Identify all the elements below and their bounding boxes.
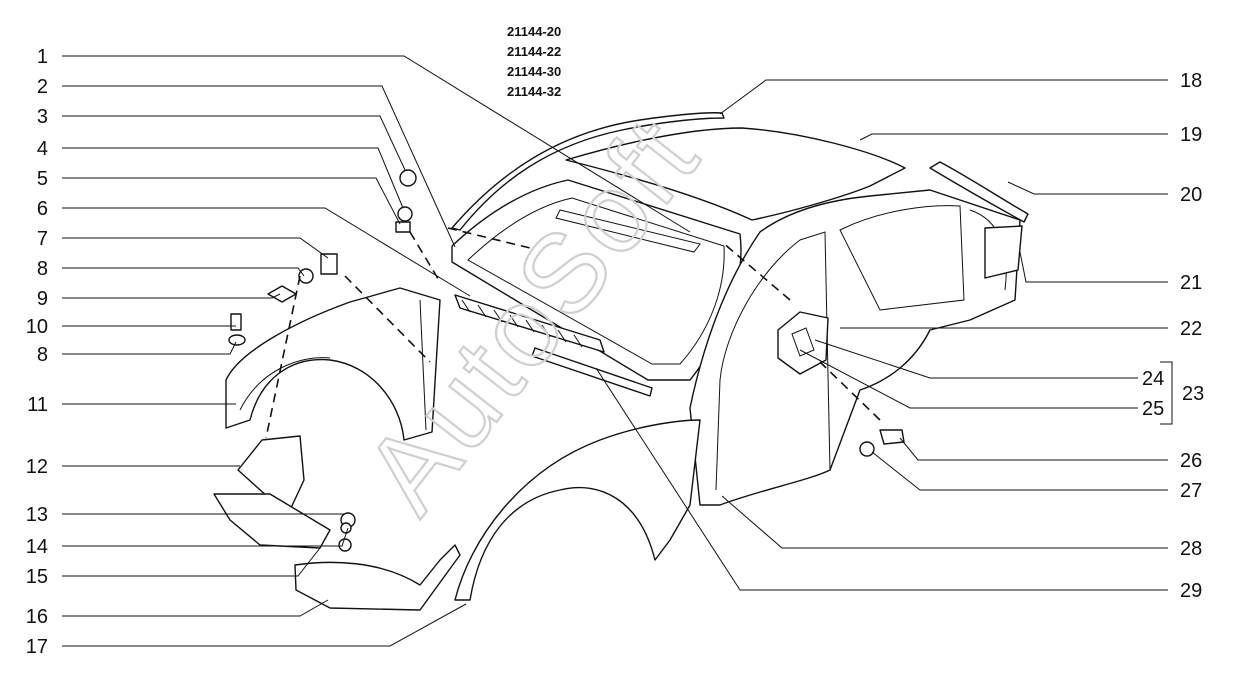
body-front-fender (454, 419, 701, 601)
model-code: 21144-30 (507, 64, 561, 79)
callout-number: 29 (1180, 580, 1202, 602)
leader-lines (62, 55, 1173, 647)
washer (397, 206, 413, 222)
model-code: 21144-32 (507, 84, 561, 99)
clip-nut (320, 253, 338, 275)
callout-number: 11 (27, 394, 48, 416)
callout-number: 6 (37, 198, 48, 220)
callout-number: 9 (37, 288, 48, 310)
callout-number: 2 (37, 76, 48, 98)
callout-number: 8 (37, 344, 48, 366)
callout-number: 14 (26, 536, 48, 558)
callout-number: 20 (1180, 184, 1202, 206)
clip (395, 221, 411, 233)
roof-panel (565, 127, 906, 221)
callout-numbers-right: 18 19 20 21 22 24 25 26 27 28 29 23 (1142, 70, 1204, 602)
callout-number: 26 (1180, 450, 1202, 472)
callout-number: 10 (26, 316, 48, 338)
callout-number: 24 (1142, 368, 1164, 390)
front-fender (225, 287, 441, 441)
splash-shield (294, 544, 461, 611)
tail-lamp (984, 225, 1023, 279)
roof-moulding (451, 112, 725, 231)
callout-number: 18 (1180, 70, 1202, 92)
callout-number: 4 (37, 138, 48, 160)
callout-number: 25 (1142, 398, 1164, 420)
model-code: 21144-22 (507, 44, 561, 59)
callout-number: 13 (26, 504, 48, 526)
callout-numbers-left: 1 2 3 4 5 6 7 8 9 10 8 11 12 13 14 15 16… (26, 46, 48, 658)
callout-number: 1 (37, 46, 48, 68)
callout-number: 5 (37, 168, 48, 190)
callout-number: 19 (1180, 124, 1202, 146)
callout-number: 16 (26, 606, 48, 628)
callout-number: 7 (37, 228, 48, 250)
callout-number: 17 (26, 636, 48, 658)
cowl-panel (454, 294, 605, 353)
callout-number: 22 (1180, 318, 1202, 340)
bolt (399, 169, 417, 187)
callout-number: 28 (1180, 538, 1202, 560)
group-callout-number: 23 (1182, 383, 1204, 405)
car-body-drawing (213, 112, 1029, 611)
callout-number: 8 (37, 258, 48, 280)
callout-number: 3 (37, 106, 48, 128)
model-code: 21144-20 (507, 24, 561, 39)
callout-number: 15 (26, 566, 48, 588)
rear-spoiler (929, 161, 1029, 223)
washer (298, 268, 314, 284)
callout-number: 21 (1180, 272, 1202, 294)
callout-number: 12 (26, 456, 48, 478)
callout-number: 27 (1180, 480, 1202, 502)
model-codes: 21144-20 21144-22 21144-30 21144-32 (507, 24, 561, 99)
